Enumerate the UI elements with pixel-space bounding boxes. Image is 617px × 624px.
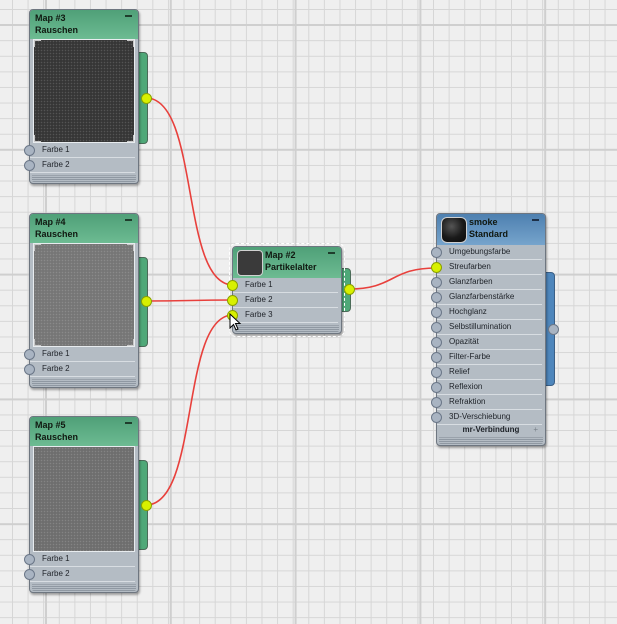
map4-slot-farbe1[interactable]: Farbe 1 [24, 347, 135, 362]
material-title: smoke [469, 217, 498, 227]
wire-map5-to-map2-farbe3[interactable] [145, 314, 234, 506]
input-socket-icon[interactable] [24, 554, 35, 565]
mr-verbindung-rollout[interactable]: mr-Verbindung + [440, 425, 542, 435]
resize-grip[interactable] [32, 175, 136, 182]
material-slot-glanzfarben[interactable]: Glanzfarben [431, 275, 542, 290]
material-slot-3d-verschiebung[interactable]: 3D-Verschiebung [431, 410, 542, 425]
input-socket-icon[interactable] [431, 367, 442, 378]
wire-map4-to-map2-farbe2[interactable] [145, 299, 234, 302]
map5-slot-farbe2[interactable]: Farbe 2 [24, 567, 135, 582]
node-map4[interactable]: Map #4 Rauschen Farbe 1 Farbe 2 [24, 213, 139, 388]
map2-header[interactable]: Map #2 Partikelalter [233, 247, 341, 278]
material-sphere-thumbnail [441, 217, 467, 243]
map5-title: Map #5 [35, 420, 66, 430]
material-slot-streufarben[interactable]: Streufarben [431, 260, 542, 275]
map4-output-socket[interactable] [141, 296, 152, 307]
map2-slot-farbe2[interactable]: Farbe 2 [227, 293, 338, 308]
wire-map2-to-material-streufarben[interactable] [348, 267, 437, 290]
input-socket-icon[interactable] [24, 364, 35, 375]
input-socket-icon[interactable] [431, 292, 442, 303]
material-slot-refraktion[interactable]: Refraktion [431, 395, 542, 410]
material-subtitle: Standard [469, 229, 509, 239]
minimize-icon[interactable] [125, 422, 132, 424]
map3-output-socket[interactable] [141, 93, 152, 104]
map2-subtitle: Partikelalter [265, 262, 317, 272]
input-socket-icon[interactable] [431, 277, 442, 288]
input-socket-icon[interactable] [431, 247, 442, 258]
material-slot-reflexion[interactable]: Reflexion [431, 380, 542, 395]
map4-subtitle: Rauschen [35, 229, 79, 239]
node-map3[interactable]: Map #3 Rauschen Farbe 1 Farbe 2 [24, 9, 139, 184]
input-socket-icon[interactable] [227, 280, 238, 291]
map5-preview [33, 446, 135, 552]
input-socket-icon[interactable] [431, 382, 442, 393]
minimize-icon[interactable] [328, 252, 335, 254]
input-socket-icon[interactable] [24, 569, 35, 580]
map2-thumbnail [237, 250, 263, 276]
input-socket-icon[interactable] [431, 337, 442, 348]
map5-output-socket[interactable] [141, 500, 152, 511]
minimize-icon[interactable] [125, 219, 132, 221]
map4-preview [33, 243, 135, 347]
mr-verbindung-label: mr-Verbindung [462, 425, 520, 434]
resize-grip[interactable] [32, 379, 136, 386]
input-socket-icon[interactable] [24, 145, 35, 156]
map4-header[interactable]: Map #4 Rauschen [30, 214, 138, 243]
input-socket-icon[interactable] [431, 352, 442, 363]
input-socket-icon[interactable] [227, 295, 238, 306]
map5-subtitle: Rauschen [35, 432, 79, 442]
material-slot-hochglanz[interactable]: Hochglanz [431, 305, 542, 320]
resize-grip[interactable] [235, 325, 339, 332]
wire-map3-to-map2-farbe1[interactable] [145, 97, 234, 286]
expand-plus-icon[interactable]: + [533, 425, 538, 434]
map2-title: Map #2 [265, 250, 296, 260]
map4-title: Map #4 [35, 217, 66, 227]
resize-grip[interactable] [32, 584, 136, 591]
input-socket-icon[interactable] [24, 160, 35, 171]
map3-subtitle: Rauschen [35, 25, 79, 35]
material-slot-relief[interactable]: Relief [431, 365, 542, 380]
map3-title: Map #3 [35, 13, 66, 23]
material-slot-glanzfarbenstaerke[interactable]: Glanzfarbenstärke [431, 290, 542, 305]
material-slot-filter-farbe[interactable]: Filter-Farbe [431, 350, 542, 365]
material-header[interactable]: smoke Standard [437, 214, 545, 245]
node-material-smoke[interactable]: smoke Standard Umgebungsfarbe Streufarbe… [431, 213, 546, 446]
input-socket-icon[interactable] [431, 412, 442, 423]
map2-slot-farbe3[interactable]: Farbe 3 [227, 308, 338, 323]
input-socket-icon[interactable] [431, 397, 442, 408]
minimize-icon[interactable] [125, 15, 132, 17]
node-map2[interactable]: Map #2 Partikelalter Farbe 1 Farbe 2 Far… [227, 243, 345, 337]
map3-slot-farbe2[interactable]: Farbe 2 [24, 158, 135, 173]
map4-slot-farbe2[interactable]: Farbe 2 [24, 362, 135, 377]
map2-output-socket[interactable] [344, 284, 355, 295]
input-socket-icon[interactable] [431, 262, 442, 273]
map3-preview [33, 39, 135, 143]
map3-slot-farbe1[interactable]: Farbe 1 [24, 143, 135, 158]
map2-slot-farbe1[interactable]: Farbe 1 [227, 278, 338, 293]
material-output-socket[interactable] [548, 324, 559, 335]
mouse-cursor-icon [229, 313, 242, 331]
map5-slot-farbe1[interactable]: Farbe 1 [24, 552, 135, 567]
material-slot-umgebungsfarbe[interactable]: Umgebungsfarbe [431, 245, 542, 260]
input-socket-icon[interactable] [431, 322, 442, 333]
map3-header[interactable]: Map #3 Rauschen [30, 10, 138, 39]
material-slot-selbstillumination[interactable]: Selbstillumination [431, 320, 542, 335]
resize-grip[interactable] [439, 437, 543, 444]
input-socket-icon[interactable] [431, 307, 442, 318]
input-socket-icon[interactable] [24, 349, 35, 360]
map5-header[interactable]: Map #5 Rauschen [30, 417, 138, 446]
material-slot-opazitaet[interactable]: Opazität [431, 335, 542, 350]
node-map5[interactable]: Map #5 Rauschen Farbe 1 Farbe 2 [24, 416, 139, 593]
minimize-icon[interactable] [532, 219, 539, 221]
